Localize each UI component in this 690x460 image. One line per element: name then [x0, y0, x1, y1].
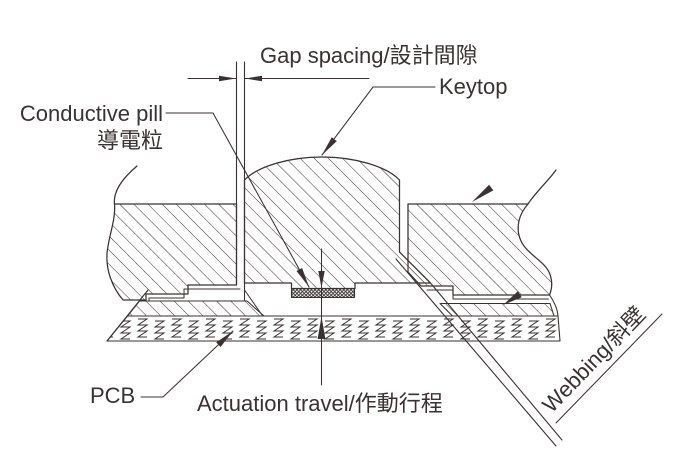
webbing-wall-lines — [395, 258, 563, 447]
right-break-line — [527, 169, 557, 205]
keytop-arrow — [322, 137, 337, 155]
lower-left-break — [106, 289, 149, 342]
label-conductive-pill-en: Conductive pill — [19, 101, 163, 126]
lower-right-break — [548, 294, 559, 317]
pcb-leader — [140, 330, 234, 398]
actuation-arrow-up — [317, 316, 326, 339]
conductive-pill-arrow — [296, 268, 309, 287]
left-base-membrane — [126, 300, 265, 317]
gap-arrow-left — [219, 75, 236, 82]
gap-extension-lines — [235, 61, 246, 302]
webbing-label-underline — [555, 313, 663, 424]
right-flange-channel — [426, 289, 549, 300]
keytop-leader — [321, 86, 436, 156]
pcb-arrow — [216, 331, 233, 347]
actuation-arrow-down — [318, 271, 325, 288]
label-conductive-pill: Conductive pill 導電粒 — [16, 100, 163, 154]
housing-surface-arrow — [472, 184, 494, 202]
conductive-pill — [290, 287, 356, 299]
keytop-dome — [243, 156, 432, 290]
gap-arrow-right — [245, 75, 262, 82]
membrane-surface-arrow — [503, 291, 522, 305]
label-gap-spacing: Gap spacing/設計間隙 — [260, 43, 478, 68]
left-break-line — [113, 165, 138, 205]
left-housing — [106, 203, 238, 301]
label-actuation-travel: Actuation travel/作動行程 — [197, 391, 443, 416]
pcb-board — [106, 315, 561, 342]
label-conductive-pill-zh: 導電粒 — [96, 128, 163, 153]
conductive-pill-leader — [165, 112, 310, 288]
label-pcb: PCB — [90, 383, 136, 408]
label-keytop: Keytop — [439, 74, 508, 99]
left-webbing-line — [244, 289, 263, 316]
